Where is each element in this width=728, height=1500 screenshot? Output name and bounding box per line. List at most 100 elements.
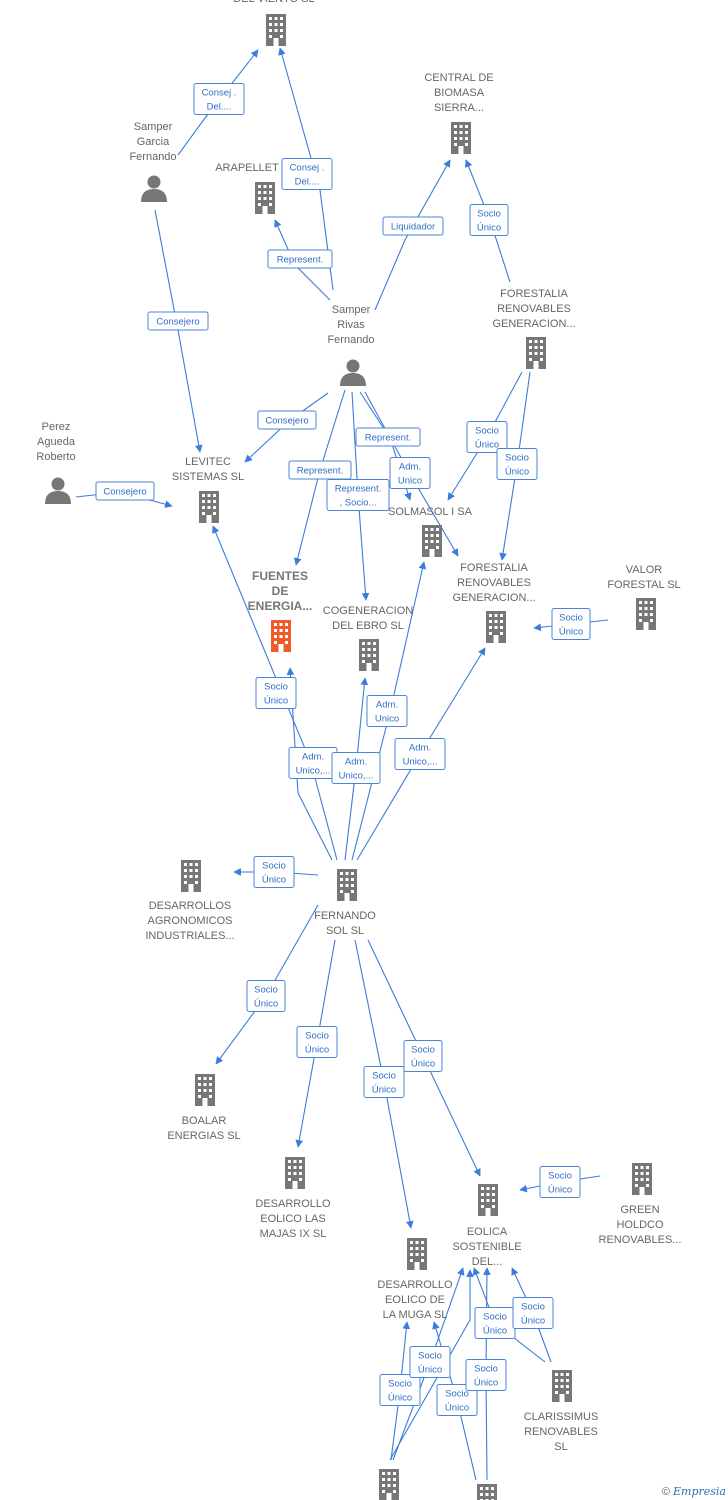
building-icon <box>407 1238 427 1270</box>
relation-badge[interactable]: Consejero <box>257 410 317 430</box>
relation-badge[interactable]: Adm.Unico <box>366 695 408 727</box>
relation-badge-box <box>246 980 286 1012</box>
node-label: Samper <box>134 121 173 133</box>
relation-badge-label: Socio <box>474 1364 498 1375</box>
node-label: Roberto <box>36 451 75 463</box>
node-label: EOLICO LAS <box>260 1213 325 1225</box>
company-node[interactable]: FORESTALIARENOVABLESGENERACION... <box>452 562 536 643</box>
node-label: LA MUGA SL <box>383 1309 448 1321</box>
relation-badge[interactable]: Consejero <box>95 481 155 501</box>
relation-badge-label: Único <box>372 1085 396 1096</box>
relation-badge-box <box>288 460 352 480</box>
relation-badge-box <box>147 311 209 331</box>
node-label: SOLMASOL I SA <box>388 506 473 518</box>
relation-badge[interactable]: Adm.Unico <box>389 457 431 489</box>
person-icon <box>141 175 167 202</box>
node-label: DESARROLLOS <box>149 900 232 912</box>
relation-badge-label: Consejero <box>156 317 199 328</box>
building-icon <box>255 182 275 214</box>
node-label: AGRONOMICOS <box>148 915 233 927</box>
relation-edge[interactable] <box>177 49 259 156</box>
relation-badge-label: Socio <box>445 1389 469 1400</box>
relation-badge-label: Único <box>483 1326 507 1337</box>
node-label: DESARROLLO <box>377 1279 453 1291</box>
relation-badge[interactable]: Represent., Socio... <box>326 479 390 511</box>
building-icon <box>285 1157 305 1189</box>
company-node[interactable]: DEL VIENTO SL <box>233 0 315 46</box>
relation-badge-label: Único <box>388 1393 412 1404</box>
relation-badge[interactable]: Represent. <box>288 460 352 480</box>
company-node[interactable] <box>379 1469 399 1500</box>
relation-badge-label: Unico,... <box>296 766 331 777</box>
relation-edge[interactable] <box>389 1269 474 1461</box>
relation-badge-box <box>403 1040 443 1072</box>
company-node[interactable]: DESARROLLOSAGRONOMICOSINDUSTRIALES... <box>145 860 235 942</box>
relation-edge[interactable] <box>286 667 333 861</box>
company-node[interactable]: CENTRAL DEBIOMASASIERRA... <box>424 72 494 154</box>
building-icon <box>181 860 201 892</box>
relation-badge-label: Consej . <box>202 88 237 99</box>
node-label: DEL EBRO SL <box>332 620 404 632</box>
relation-badge-box <box>366 695 408 727</box>
relation-badge[interactable]: Liquidador <box>382 216 444 236</box>
relation-edge[interactable] <box>154 209 203 453</box>
relation-badge[interactable]: Consej .Del.... <box>281 158 333 190</box>
relation-badge[interactable]: Adm.Unico,... <box>288 747 338 779</box>
node-label: GENERACION... <box>492 318 575 330</box>
company-node[interactable] <box>477 1484 497 1500</box>
relation-badge-label: Del.... <box>295 177 320 188</box>
company-node[interactable]: ARAPELLET <box>215 162 279 214</box>
relation-badge[interactable]: Adm.Unico,... <box>331 752 381 784</box>
relation-edge[interactable] <box>374 159 451 311</box>
relation-badge[interactable]: Adm.Unico,... <box>394 738 446 770</box>
relation-badge-box <box>466 421 508 453</box>
company-node[interactable]: FORESTALIARENOVABLESGENERACION... <box>492 288 576 369</box>
relation-badge[interactable]: Represent. <box>267 249 333 269</box>
relation-badge[interactable]: Represent. <box>355 427 421 447</box>
relation-badge-label: Socio <box>475 426 499 437</box>
company-node[interactable]: DESARROLLO EOLICO DE LA MUGA SL <box>377 1238 453 1321</box>
company-node[interactable]: FUENTESDEENERGIA... <box>248 569 313 652</box>
company-node[interactable]: GREENHOLDCORENOVABLES... <box>599 1163 682 1246</box>
node-label: FORESTALIA <box>500 288 568 300</box>
building-icon <box>359 639 379 671</box>
node-label: Fernando <box>129 151 176 163</box>
relation-badge-box <box>394 738 446 770</box>
node-label: EOLICO DE <box>385 1294 445 1306</box>
company-node[interactable]: SOLMASOL I SA <box>388 506 473 557</box>
node-label: Rivas <box>337 319 365 331</box>
company-node[interactable]: EOLICASOSTENIBLEDEL... <box>452 1184 522 1268</box>
relation-badge-box <box>296 1026 338 1058</box>
relation-badge-label: Único <box>305 1045 329 1056</box>
footer-brand[interactable]: ©Empresia <box>662 1485 726 1498</box>
relation-badge[interactable]: Consej .Del.... <box>193 83 245 115</box>
relation-badge[interactable]: Consejero <box>147 311 209 331</box>
